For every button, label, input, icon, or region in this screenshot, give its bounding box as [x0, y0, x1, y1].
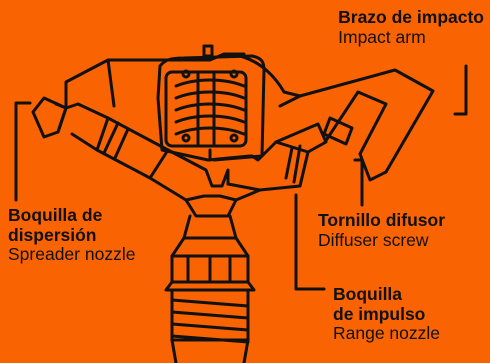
leader-impact-arm — [453, 64, 468, 116]
body-part — [148, 148, 262, 218]
leader-diffuser-screw — [353, 158, 364, 207]
leader-range-nozzle — [294, 193, 326, 291]
impact-arm-label: Brazo de impacto Impact arm — [338, 7, 484, 47]
range-nozzle-spanish-line1: Boquilla — [333, 284, 403, 304]
range-nozzle-spanish-line2: de impulso — [333, 303, 426, 324]
threaded-base-part — [164, 214, 256, 363]
spreader-nozzle-spanish-line2: dispersión — [8, 224, 97, 245]
diffuser-screw-label: Tornillo difusor Diffuser screw — [318, 210, 446, 250]
spreader-nozzle-part — [31, 96, 170, 180]
spreader-nozzle-english: Spreader nozzle — [8, 244, 136, 265]
spreader-nozzle-spanish-line1: Boquilla de — [8, 205, 103, 225]
leader-spreader-nozzle — [14, 101, 32, 202]
range-nozzle-english: Range nozzle — [333, 323, 441, 344]
range-nozzle-label: Boquilla de impulso Range nozzle — [333, 284, 441, 344]
diffuser-screw-spanish: Tornillo difusor — [318, 210, 446, 230]
impact-arm-part — [64, 52, 435, 182]
spreader-nozzle-label: Boquilla de dispersión Spreader nozzle — [8, 205, 136, 265]
impact-sprinkler-head-icon — [31, 44, 435, 363]
impact-arm-english: Impact arm — [338, 26, 426, 47]
impact-arm-spanish: Brazo de impacto — [338, 7, 484, 27]
diffuser-screw-english: Diffuser screw — [318, 229, 429, 250]
spring-cage-part — [156, 44, 266, 162]
